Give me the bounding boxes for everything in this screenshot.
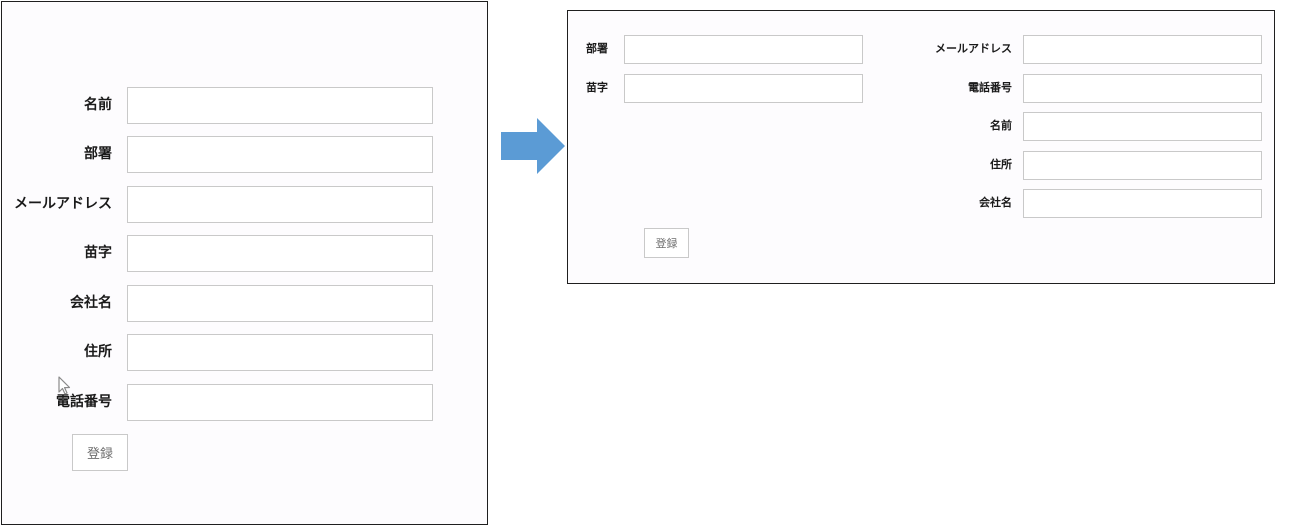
address-input[interactable] (127, 334, 433, 371)
name-input[interactable] (1023, 112, 1262, 141)
field-label-name: 名前 (84, 97, 112, 113)
phone-input[interactable] (1023, 74, 1262, 103)
email-input[interactable] (1023, 35, 1262, 64)
field-label-email: メールアドレス (14, 196, 112, 212)
mouse-pointer-icon (58, 376, 71, 395)
field-label-company: 会社名 (979, 196, 1012, 209)
form-before-panel: 名前 部署 メールアドレス 苗字 会社名 住所 電話番号 登録 (1, 1, 488, 525)
field-label-department: 部署 (586, 42, 608, 55)
name-input[interactable] (127, 87, 433, 124)
address-input[interactable] (1023, 151, 1262, 180)
field-label-company: 会社名 (70, 295, 112, 311)
field-label-last-name: 苗字 (586, 81, 608, 94)
register-button[interactable]: 登録 (72, 434, 128, 471)
register-button[interactable]: 登録 (644, 228, 689, 258)
phone-input[interactable] (127, 384, 433, 421)
field-label-last-name: 苗字 (84, 245, 112, 261)
field-label-phone: 電話番号 (968, 81, 1012, 94)
company-input[interactable] (127, 285, 433, 322)
field-label-phone: 電話番号 (56, 394, 112, 410)
arrow-right-icon (501, 118, 565, 174)
field-label-address: 住所 (84, 344, 112, 360)
last-name-input[interactable] (127, 235, 433, 272)
field-label-name: 名前 (990, 119, 1012, 132)
company-input[interactable] (1023, 189, 1262, 218)
field-label-department: 部署 (84, 146, 112, 162)
last-name-input[interactable] (624, 74, 863, 103)
email-input[interactable] (127, 186, 433, 223)
field-label-address: 住所 (990, 158, 1012, 171)
department-input[interactable] (127, 136, 433, 173)
field-label-email: メールアドレス (935, 42, 1012, 55)
department-input[interactable] (624, 35, 863, 64)
form-after-panel: 部署 苗字 メールアドレス 電話番号 名前 住所 会社名 登録 (567, 10, 1275, 284)
